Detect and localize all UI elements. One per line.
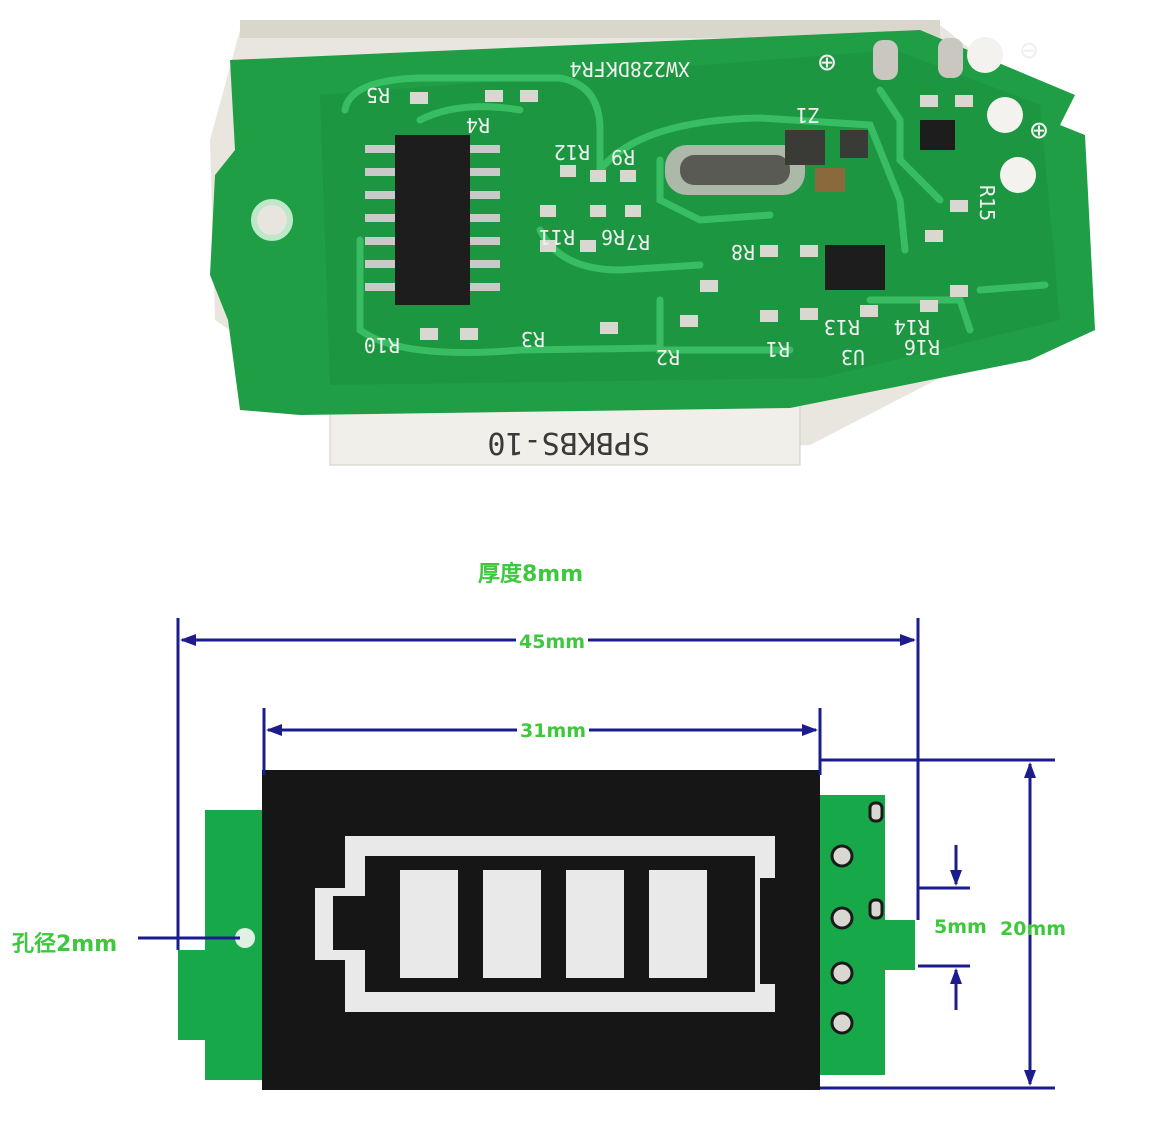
battery-icon — [315, 836, 775, 1012]
mount-hole — [235, 928, 255, 948]
svg-text:R15: R15 — [975, 185, 999, 221]
svg-text:R4: R4 — [466, 113, 490, 137]
svg-text:R2: R2 — [656, 345, 680, 369]
svg-text:R16: R16 — [904, 335, 940, 359]
pcb-front — [178, 810, 262, 1080]
svg-text:R14: R14 — [894, 315, 930, 339]
svg-text:R1: R1 — [766, 337, 790, 361]
svg-text:R8: R8 — [731, 240, 755, 264]
svg-text:R3: R3 — [521, 327, 545, 351]
model-marking: XW228DKFR4 — [570, 57, 690, 81]
pcb-back-illustration: XW228DKFR4 R4 R5 R12 R9 R11 R6 R10 R3 R2… — [210, 20, 1095, 466]
positive-marking-1: ⊕ — [818, 45, 836, 80]
dimension-diagram: 厚度8mm 45mm 31mm 孔径2mm 5mm 20mm — [0, 520, 1176, 1148]
pin-pitch-label: 5mm — [934, 916, 987, 938]
svg-text:R5: R5 — [366, 83, 390, 107]
svg-text:R7: R7 — [626, 230, 650, 254]
pcb-back-photo: XW228DKFR4 R4 R5 R12 R9 R11 R6 R10 R3 R2… — [0, 0, 1176, 520]
svg-text:Z1: Z1 — [796, 103, 820, 127]
svg-text:R12: R12 — [554, 140, 590, 164]
battery-bars — [400, 870, 707, 978]
thickness-label: 厚度8mm — [478, 562, 584, 587]
module-front-drawing — [138, 618, 1055, 1090]
svg-text:R9: R9 — [611, 145, 635, 169]
positive-marking-2: ⊕ — [1030, 113, 1048, 148]
sticker-marking: SPBKBS-10 — [487, 425, 650, 460]
hole-diameter-label: 孔径2mm — [12, 932, 118, 957]
display-width-label: 31mm — [517, 720, 590, 742]
svg-text:R6: R6 — [601, 225, 625, 249]
svg-text:R10: R10 — [364, 333, 400, 357]
svg-text:R13: R13 — [824, 315, 860, 339]
height-label: 20mm — [1000, 918, 1067, 940]
svg-text:U3: U3 — [841, 345, 865, 369]
negative-marking: ⊖ — [1020, 33, 1038, 68]
pcb-connector-tab — [820, 795, 915, 1075]
overall-width-label: 45mm — [516, 631, 589, 653]
connector-pins — [830, 801, 884, 1035]
svg-text:R11: R11 — [539, 225, 575, 249]
